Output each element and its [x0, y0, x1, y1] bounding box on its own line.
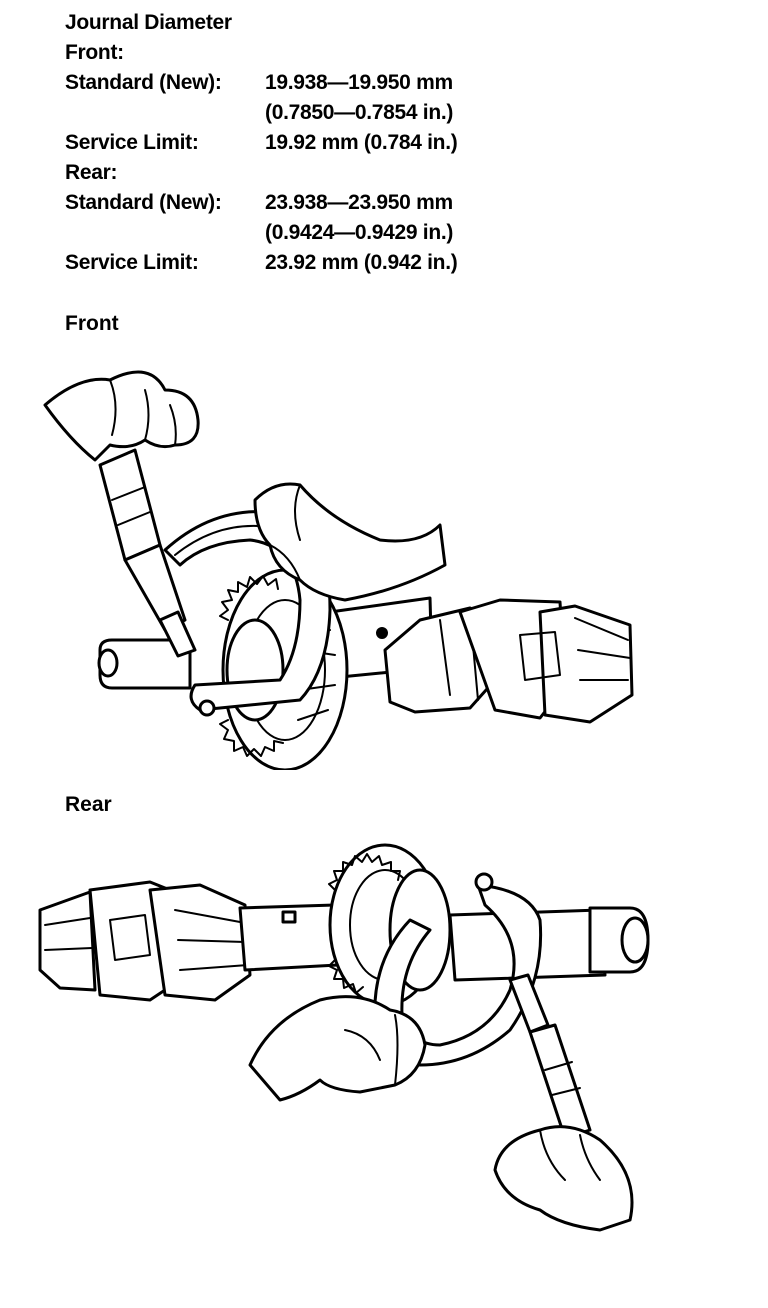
rear-limit-label: Service Limit:	[65, 251, 199, 274]
front-standard-mm: 19.938—19.950 mm	[265, 71, 453, 94]
front-standard-label: Standard (New):	[65, 71, 222, 94]
rear-standard-label: Standard (New):	[65, 191, 222, 214]
rear-micrometer	[373, 872, 592, 1140]
rear-caption: Rear	[65, 793, 112, 816]
rear-standard-in: (0.9424—0.9429 in.)	[265, 221, 454, 244]
front-illustration	[43, 370, 634, 770]
front-limit-value: 19.92 mm (0.784 in.)	[265, 131, 458, 154]
front-standard-in: (0.7850—0.7854 in.)	[265, 101, 454, 124]
front-limit-label: Service Limit:	[65, 131, 199, 154]
front-caption: Front	[65, 312, 119, 335]
rear-illustration	[38, 843, 650, 1232]
spec-title: Journal Diameter	[65, 11, 232, 34]
front-hands	[43, 370, 447, 602]
rear-hands	[248, 995, 634, 1232]
rear-limit-value: 23.92 mm (0.942 in.)	[265, 251, 458, 274]
rear-heading: Rear:	[65, 161, 118, 184]
rear-cam-lobes	[38, 880, 252, 1002]
front-cam-lobes	[383, 598, 634, 724]
rear-standard-mm: 23.938—23.950 mm	[265, 191, 453, 214]
front-heading: Front:	[65, 41, 124, 64]
